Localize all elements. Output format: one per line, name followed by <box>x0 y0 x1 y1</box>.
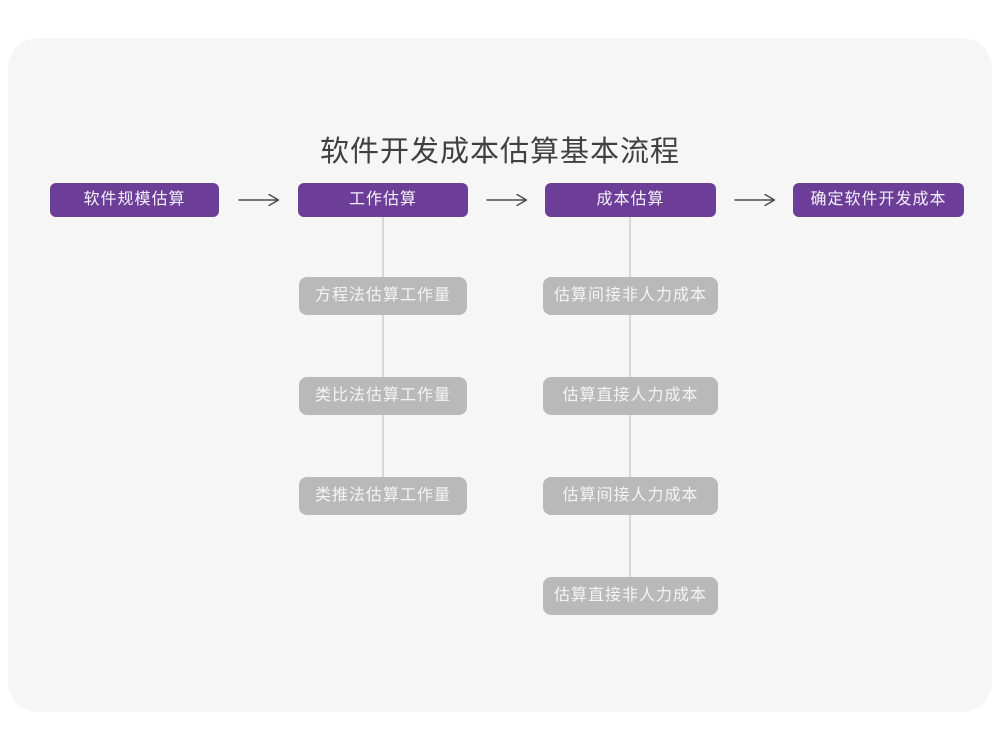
flow-node-work-estimation: 工作估算 <box>298 183 468 217</box>
arrow-right-icon <box>734 192 776 208</box>
connector-line-work-estimation <box>382 217 384 478</box>
arrow-right-icon <box>486 192 528 208</box>
flow-subnode-direct-labor-cost: 估算直接人力成本 <box>543 377 718 415</box>
diagram-title: 软件开发成本估算基本流程 <box>319 136 680 168</box>
diagram-card: 软件开发成本估算基本流程 软件规模估算 工作估算 成本估算 确定软件开发成本 <box>8 38 992 712</box>
flow-node-determine-dev-cost: 确定软件开发成本 <box>793 183 964 217</box>
flow-subnode-indirect-labor-cost: 估算间接人力成本 <box>543 477 718 515</box>
flow-node-cost-estimation: 成本估算 <box>545 183 716 217</box>
flow-subnode-analogy-method: 类比法估算工作量 <box>299 377 467 415</box>
flow-subnode-indirect-nonlabor-cost: 估算间接非人力成本 <box>543 277 718 315</box>
flow-node-software-scale-estimation: 软件规模估算 <box>50 183 219 217</box>
flow-subnode-equation-method: 方程法估算工作量 <box>299 277 467 315</box>
arrow-right-icon <box>238 192 280 208</box>
flow-subnode-extrapolation-method: 类推法估算工作量 <box>299 477 467 515</box>
flow-subnode-direct-nonlabor-cost: 估算直接非人力成本 <box>543 577 718 615</box>
